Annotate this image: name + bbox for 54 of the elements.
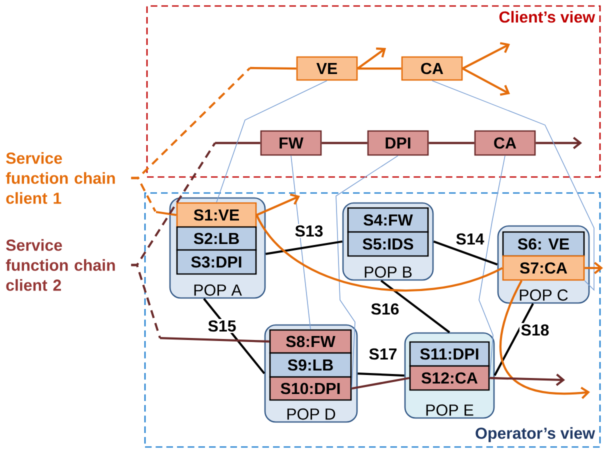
connector-line (156, 210, 176, 216)
connector-line (216, 80, 328, 203)
arrow (584, 262, 603, 274)
edge-label: S13 (293, 224, 325, 238)
function-box: CA (474, 130, 536, 156)
connector-line (290, 155, 311, 330)
function-box: S10:DPI (269, 376, 352, 401)
function-box: S3:DPI (176, 249, 257, 275)
arrow (462, 42, 510, 70)
connector-line (215, 142, 260, 144)
function-box: S8:FW (269, 329, 352, 354)
chain-label: Service function chain client 1 (6, 152, 115, 204)
arrow (536, 136, 582, 150)
edge-label: S14 (454, 232, 486, 246)
connector-line (478, 155, 506, 378)
function-box: S1:VE (176, 202, 257, 228)
function-box: S7:CA (502, 255, 585, 281)
function-box: S4:FW (347, 207, 429, 233)
connector-line (433, 240, 498, 266)
connector-line (160, 336, 270, 343)
connector-line (428, 142, 474, 144)
function-box: S11:DPI (409, 341, 490, 367)
connector-line (432, 80, 594, 291)
function-box: VE (296, 56, 358, 81)
connector-line (358, 372, 404, 377)
connector-line (250, 66, 296, 70)
connector-line (336, 155, 398, 389)
edge-label: S18 (519, 323, 551, 337)
function-box: CA (401, 56, 463, 81)
function-box: DPI (367, 130, 429, 156)
function-box: S9:LB (269, 352, 352, 378)
arrow (357, 48, 386, 70)
function-box: S12:CA (409, 365, 490, 391)
function-box: FW (260, 130, 322, 156)
connector-line (351, 376, 410, 390)
connector-line (358, 67, 402, 70)
connector-line (322, 142, 368, 144)
arrow (490, 374, 566, 386)
leader-line (131, 176, 156, 212)
edge-label: S17 (367, 347, 399, 361)
connector-line (266, 240, 343, 255)
arrow (500, 280, 590, 399)
connector-line (380, 280, 450, 334)
leader-line (131, 264, 162, 338)
edge-label: S15 (206, 319, 238, 333)
function-box: S6: VE (502, 231, 585, 257)
chain-label: Service function chain client 2 (6, 239, 115, 291)
function-box: S5:IDS (347, 231, 429, 257)
connector-line (494, 303, 534, 376)
arrow (256, 193, 300, 216)
connector-line (256, 214, 503, 292)
arrow (462, 68, 510, 96)
function-box: S2:LB (176, 226, 257, 251)
edge-label: S16 (369, 302, 401, 316)
